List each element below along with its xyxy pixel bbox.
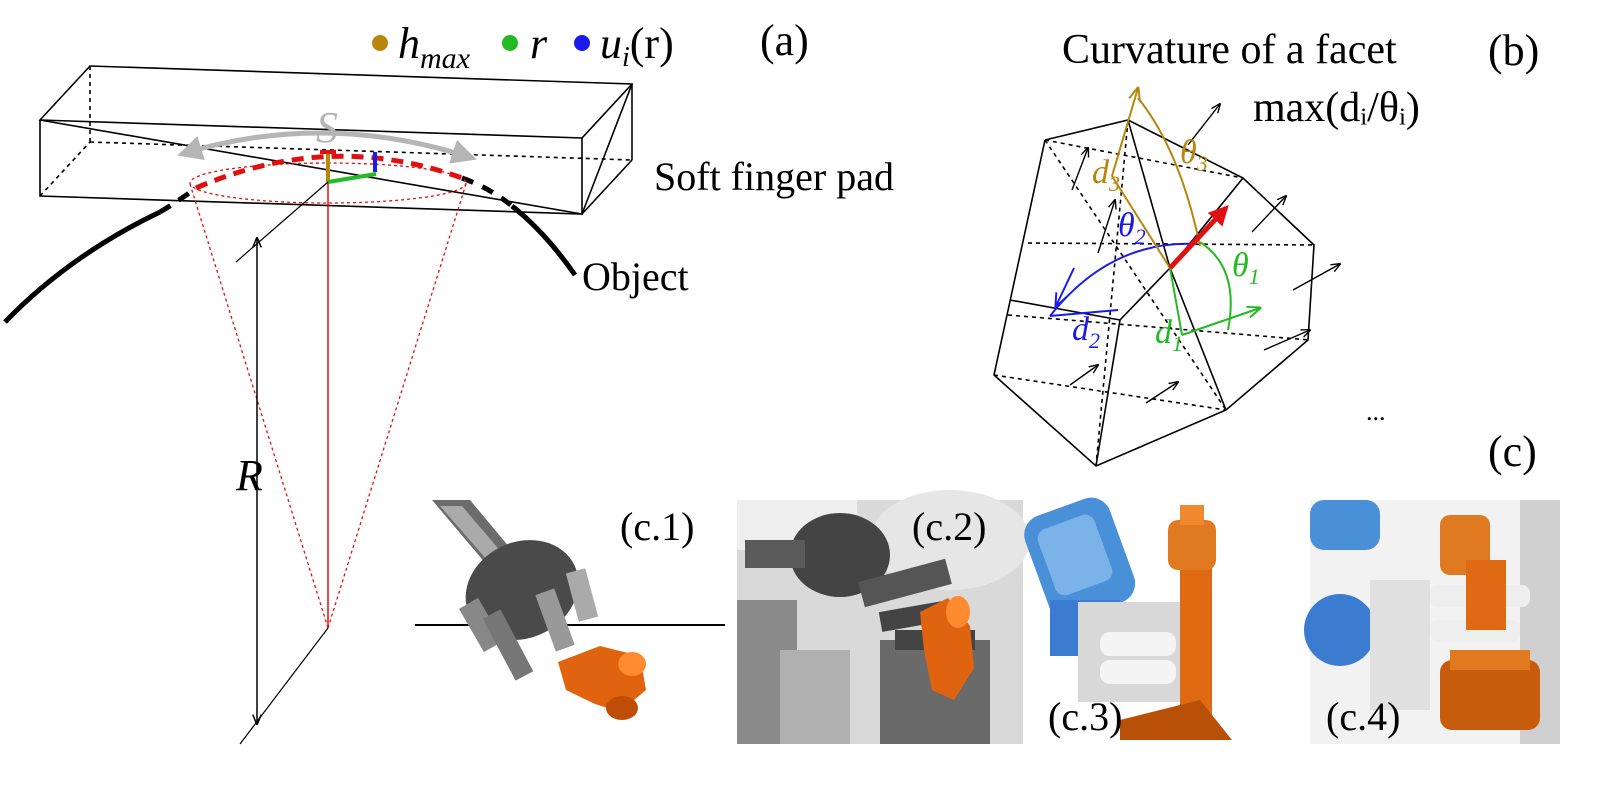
label-theta1: θ1	[1232, 247, 1260, 289]
facet-d1-angle	[1169, 241, 1260, 336]
panel-b-tag: (b)	[1488, 26, 1539, 75]
ellipsis: ...	[1366, 397, 1386, 426]
facet-d3-angle	[1111, 88, 1201, 269]
arc-S	[177, 130, 477, 164]
facet-normals	[1069, 104, 1340, 404]
radius-R-label: R	[235, 451, 263, 500]
facet-mesh	[993, 119, 1315, 467]
panel-b-title: Curvature of a facet	[1062, 27, 1397, 73]
object-curve	[3, 153, 578, 324]
label-d3: d3	[1092, 154, 1120, 196]
label-theta2: θ2	[1118, 207, 1146, 249]
finger-pad-label: Soft finger pad	[654, 154, 894, 199]
arc-S-label: S	[316, 103, 338, 152]
subpanel-c1	[415, 500, 725, 740]
panel-a-tag: (a)	[760, 16, 809, 65]
facet-normal-red	[1168, 205, 1229, 270]
cone-left	[189, 183, 329, 629]
legend: hmax r ui(r)	[372, 19, 674, 75]
radius-leader-bottom	[239, 627, 329, 745]
radius-leader-top	[235, 181, 329, 263]
label-d1: d1	[1155, 314, 1183, 356]
panel-c-tag: (c)	[1488, 427, 1537, 476]
subpanel-c2	[737, 490, 1030, 744]
legend-dot-hmax	[372, 35, 388, 51]
label-theta3: θ3	[1180, 134, 1208, 176]
subpanel-c4	[1304, 500, 1560, 744]
facet-d2-angle	[1049, 242, 1197, 317]
subpanel-c3	[1024, 497, 1285, 744]
panel-b-formula: max(dᵢ/θᵢ)	[1253, 85, 1420, 131]
subpanel-c2-label: (c.2)	[912, 504, 986, 549]
object-label: Object	[582, 254, 689, 299]
subpanel-c3-label: (c.3)	[1048, 694, 1122, 739]
legend-label-hmax: hmax	[398, 19, 471, 75]
subpanel-c4-label: (c.4)	[1326, 694, 1400, 739]
legend-dot-r	[502, 35, 518, 51]
r-vector	[327, 172, 377, 184]
legend-label-ui: ui(r)	[600, 19, 674, 73]
label-d2: d2	[1072, 311, 1100, 353]
legend-dot-ui	[574, 35, 590, 51]
subpanel-c1-label: (c.1)	[620, 504, 694, 549]
legend-label-r: r	[530, 19, 548, 68]
